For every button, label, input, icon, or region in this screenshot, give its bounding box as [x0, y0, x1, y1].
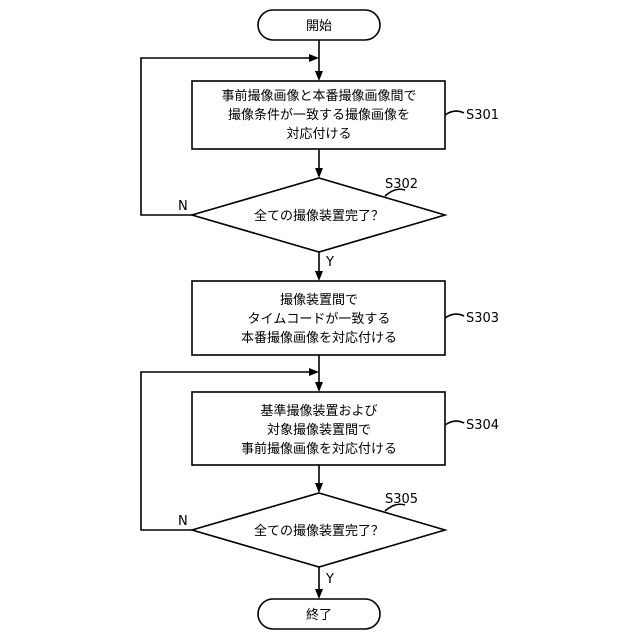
arrow-s301-s302 [315, 168, 323, 178]
s304-line-1: 基準撮像装置および [260, 403, 377, 419]
s302-no-label: N [178, 199, 188, 214]
s303-step-label: S303 [466, 311, 499, 326]
s302-step-label: S302 [385, 177, 418, 192]
s304-line-3: 事前撮像画像を対応付ける [241, 441, 397, 457]
arrow-start-s301 [315, 71, 323, 81]
s305-question: 全ての撮像装置完了？ [254, 523, 384, 539]
s303-leader-line [445, 314, 464, 318]
s301-line-1: 事前撮像画像と本番撮像画像間で [221, 88, 416, 104]
s301-step-label: S301 [466, 108, 499, 123]
arrow-s303-s304 [315, 382, 323, 392]
end-label: 終了 [306, 607, 332, 623]
s303-line-1: 撮像装置間で [280, 292, 358, 308]
s305-yes-label: Y [325, 572, 334, 587]
arrow-s302-s303 [315, 271, 323, 281]
s301-line-3: 対応付ける [286, 127, 351, 142]
s303-line-2: タイムコードが一致する [248, 312, 391, 327]
s305-no-label: N [178, 514, 188, 529]
s304-leader-line [445, 421, 464, 425]
s302-yes-label: Y [325, 255, 334, 270]
s301-leader-line [445, 111, 464, 115]
s303-line-3: 本番撮像画像を対応付ける [241, 330, 397, 346]
s302-question: 全ての撮像装置完了？ [254, 208, 384, 224]
s302-no-arrow [309, 54, 319, 62]
s304-step-label: S304 [466, 418, 499, 433]
s304-line-2: 対象撮像装置間で [267, 422, 371, 438]
s305-no-arrow [309, 368, 319, 376]
s305-step-label: S305 [385, 492, 418, 507]
arrow-s305-end [315, 589, 323, 599]
s301-line-2: 撮像条件が一致する撮像画像を [228, 107, 410, 123]
arrow-s304-s305 [315, 483, 323, 493]
start-label: 開始 [306, 19, 332, 34]
